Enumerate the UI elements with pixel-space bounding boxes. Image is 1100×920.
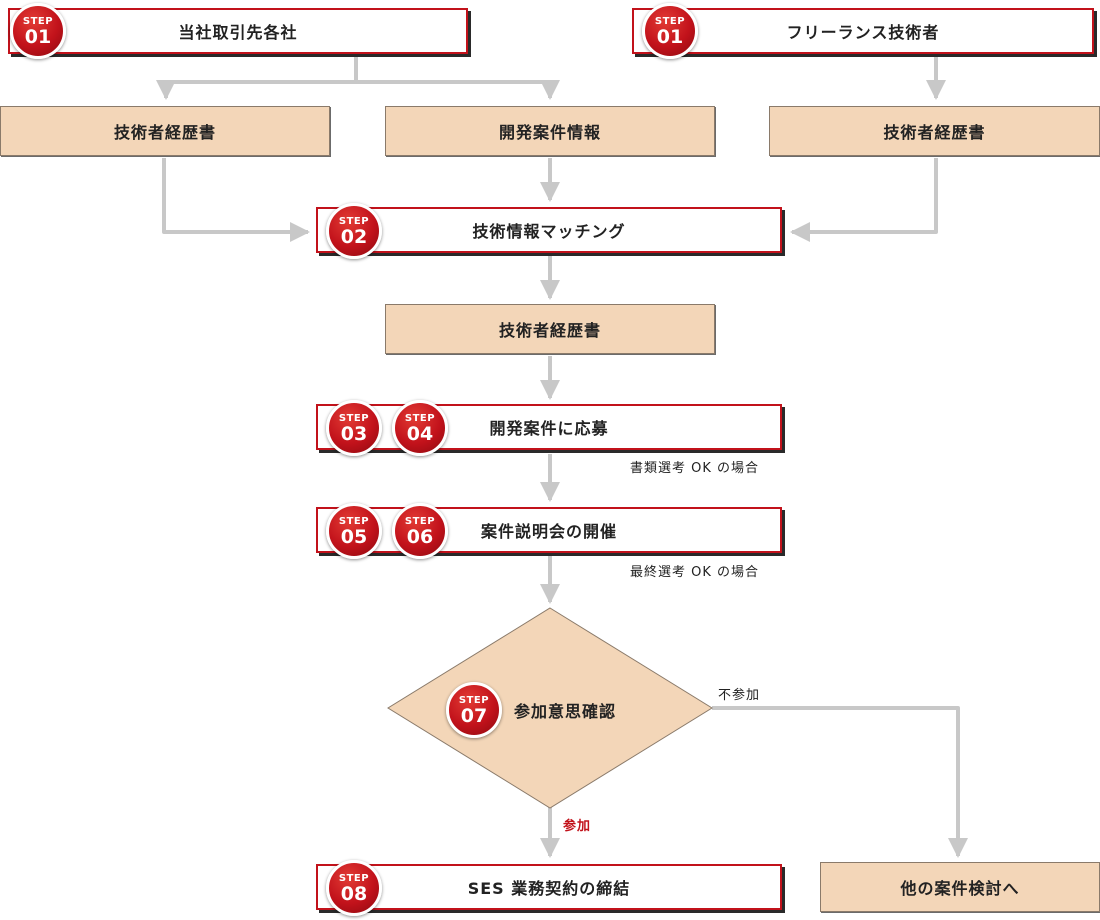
resume-center-label: 技術者経歴書 xyxy=(498,321,601,340)
connector-resume-right-to-matching xyxy=(790,158,938,242)
freelance-engineer-label: フリーランス技術者 xyxy=(786,23,940,42)
other-projects-label: 他の案件検討へ xyxy=(900,879,1020,898)
other-projects-node: 他の案件検討へ xyxy=(820,862,1100,912)
step-badge-02: STEP 02 xyxy=(326,203,382,259)
final-screening-note: 最終選考 OK の場合 xyxy=(630,565,760,580)
connector-resume-left-to-matching xyxy=(162,158,310,242)
contract-node: SES 業務契約の締結 xyxy=(316,864,782,910)
resume-left-label: 技術者経歴書 xyxy=(113,123,216,142)
step-badge-03: STEP 03 xyxy=(326,400,382,456)
matching-label: 技術情報マッチング xyxy=(472,222,626,241)
resume-center-node: 技術者経歴書 xyxy=(385,304,715,354)
matching-node: 技術情報マッチング xyxy=(316,207,782,253)
client-company-node: 当社取引先各社 xyxy=(8,8,468,54)
decision-diamond xyxy=(387,607,713,809)
apply-node: 開発案件に応募 xyxy=(316,404,782,450)
not-join-note: 不参加 xyxy=(718,688,761,703)
step-badge-07: STEP 07 xyxy=(446,682,502,738)
briefing-label: 案件説明会の開催 xyxy=(480,522,617,541)
doc-screening-note: 書類選考 OK の場合 xyxy=(630,461,760,476)
apply-label: 開発案件に応募 xyxy=(489,419,609,438)
project-info-label: 開発案件情報 xyxy=(498,123,601,142)
step-badge-01-client: STEP 01 xyxy=(10,3,66,59)
step-badge-06: STEP 06 xyxy=(392,503,448,559)
intent-check-label: 参加意思確認 xyxy=(514,702,617,721)
resume-right-node: 技術者経歴書 xyxy=(769,106,1100,156)
join-note: 参加 xyxy=(563,819,592,834)
step-badge-08: STEP 08 xyxy=(326,860,382,916)
step-badge-05: STEP 05 xyxy=(326,503,382,559)
project-info-node: 開発案件情報 xyxy=(385,106,715,156)
resume-right-label: 技術者経歴書 xyxy=(883,123,986,142)
briefing-node: 案件説明会の開催 xyxy=(316,507,782,553)
resume-left-node: 技術者経歴書 xyxy=(0,106,330,156)
step-badge-01-freelance: STEP 01 xyxy=(642,3,698,59)
step-badge-04: STEP 04 xyxy=(392,400,448,456)
freelance-engineer-node: フリーランス技術者 xyxy=(632,8,1094,54)
connector-decision-to-other xyxy=(712,706,968,858)
connector-client-to-project xyxy=(356,80,560,100)
connector-client-to-resume xyxy=(156,80,356,100)
client-company-label: 当社取引先各社 xyxy=(178,23,298,42)
contract-label: SES 業務契約の締結 xyxy=(467,879,631,898)
